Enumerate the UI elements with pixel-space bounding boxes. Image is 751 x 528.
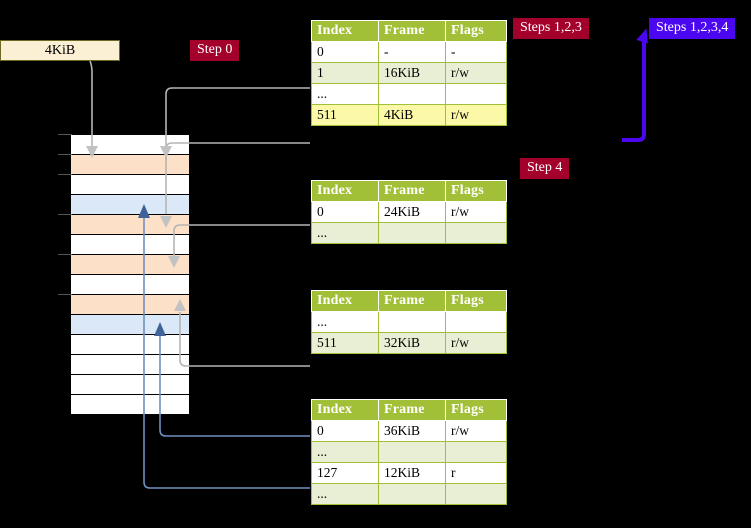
memory-frame-row [70,154,190,175]
memory-tick [58,154,72,155]
badge-step-4: Step 4 [520,158,570,179]
table-row: ... [311,222,507,244]
column-header-frame: Frame [378,290,446,312]
cell-frame: - [378,41,446,63]
table-row: 0-- [311,41,507,63]
badge-step-0: Step 0 [190,40,240,61]
cell-index: 1 [311,62,379,84]
cell-flags: r/w [445,104,507,126]
cell-index: ... [311,83,379,105]
table-row: ... [311,483,507,505]
memory-frame-row [70,294,190,315]
cell-frame: 32KiB [378,332,446,354]
memory-tick [58,294,72,295]
memory-frame-row [70,214,190,235]
table-header-row: Index Frame Flags [311,399,507,421]
table-header-row: Index Frame Flags [311,20,507,42]
cell-index: 127 [311,462,379,484]
cell-flags: r/w [445,420,507,442]
memory-frame-row [70,194,190,215]
table-header-row: Index Frame Flags [311,290,507,312]
cell-frame: 16KiB [378,62,446,84]
cell-index: 0 [311,41,379,63]
cell-flags [445,441,507,463]
memory-tick [58,134,72,135]
table-row: ... [311,311,507,333]
cell-flags [445,483,507,505]
frame-size-box-4kib: 4KiB [0,40,120,61]
memory-frame-row [70,334,190,355]
cell-index: 511 [311,104,379,126]
column-header-index: Index [311,290,379,312]
column-header-index: Index [311,20,379,42]
cell-index: 0 [311,420,379,442]
memory-frame-row [70,354,190,375]
column-header-flags: Flags [445,399,507,421]
cell-flags: r [445,462,507,484]
cell-frame [378,441,446,463]
column-header-frame: Frame [378,20,446,42]
cell-index: ... [311,441,379,463]
column-header-index: Index [311,180,379,202]
memory-frame-row [70,254,190,275]
cell-frame: 24KiB [378,201,446,223]
cell-index: 0 [311,201,379,223]
memory-frame-row [70,394,190,415]
cell-flags: - [445,41,507,63]
memory-frame-row [70,274,190,295]
cell-frame [378,311,446,333]
cell-flags [445,222,507,244]
cell-frame [378,222,446,244]
cell-flags: r/w [445,62,507,84]
column-header-flags: Flags [445,180,507,202]
column-header-frame: Frame [378,180,446,202]
table-row: ... [311,83,507,105]
cell-flags: r/w [445,201,507,223]
cell-index: ... [311,222,379,244]
badge-steps-1-2-3-4: Steps 1,2,3,4 [649,18,736,39]
cell-index: ... [311,483,379,505]
column-header-flags: Flags [445,20,507,42]
memory-frame-row [70,134,190,155]
memory-tick [58,214,72,215]
memory-tick [58,174,72,175]
cell-flags [445,311,507,333]
cell-index: ... [311,311,379,333]
cell-index: 511 [311,332,379,354]
memory-frame-row [70,174,190,195]
cell-frame: 36KiB [378,420,446,442]
cell-frame [378,83,446,105]
cell-flags: r/w [445,332,507,354]
cell-frame: 12KiB [378,462,446,484]
cell-flags [445,83,507,105]
memory-frame-row [70,234,190,255]
column-header-flags: Flags [445,290,507,312]
memory-tick [58,254,72,255]
physical-memory-column [70,134,190,416]
column-header-frame: Frame [378,399,446,421]
cell-frame: 4KiB [378,104,446,126]
badge-steps-1-2-3: Steps 1,2,3 [513,18,589,39]
table-row: ... [311,441,507,463]
column-header-index: Index [311,399,379,421]
memory-frame-row [70,314,190,335]
cell-frame [378,483,446,505]
table-header-row: Index Frame Flags [311,180,507,202]
memory-frame-row [70,374,190,395]
